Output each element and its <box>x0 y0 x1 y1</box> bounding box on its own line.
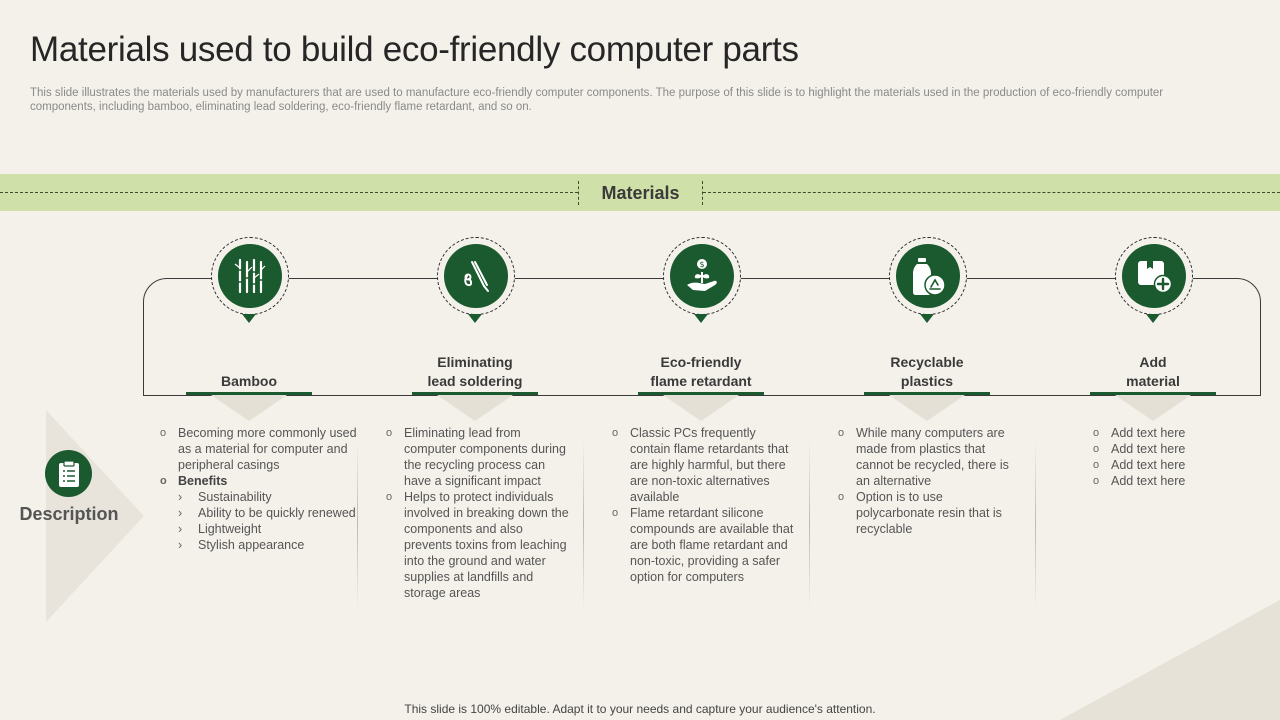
icon-ring <box>889 237 967 315</box>
icon-ring <box>1115 237 1193 315</box>
list-item: Add text here <box>1091 441 1241 457</box>
add-box-icon <box>1138 261 1173 294</box>
description-label: Description <box>19 504 119 524</box>
item-label-bamboo: Bamboo <box>221 373 277 389</box>
list-item: Helps to protect individuals involved in… <box>384 489 569 601</box>
list-item: While many computers are made from plast… <box>836 425 1016 489</box>
description-flame-retardant: Classic PCs frequently contain flame ret… <box>610 425 795 585</box>
recycle-bottle-icon <box>913 258 946 296</box>
hand-plant-coin-icon: $ <box>687 259 717 291</box>
description-bamboo: Becoming more commonly used as a materia… <box>158 425 368 553</box>
pin-marker <box>1146 314 1160 323</box>
list-item: Sustainability <box>158 489 368 505</box>
pin-marker <box>242 314 256 323</box>
icon-ring <box>437 237 515 315</box>
description-add-material: Add text here Add text here Add text her… <box>1091 425 1241 489</box>
item-underline <box>864 392 990 395</box>
list-item: Eliminating lead from computer component… <box>384 425 569 489</box>
item-label-flame-retardant: Eco-friendly flame retardant <box>650 354 752 389</box>
description-recyclable-plastics: While many computers are made from plast… <box>836 425 1016 537</box>
column-divider <box>357 440 358 610</box>
icon-badge <box>1122 244 1186 308</box>
list-item: Flame retardant silicone compounds are a… <box>610 505 795 585</box>
materials-band: Materials <box>0 174 1280 211</box>
list-item: Add text here <box>1091 473 1241 489</box>
item-label-lead-soldering: Eliminating lead soldering <box>427 354 523 389</box>
item-underline <box>412 392 538 395</box>
description-arrow-shape <box>46 410 144 622</box>
chevron-shape <box>437 395 513 421</box>
page-title: Materials used to build eco-friendly com… <box>30 30 799 69</box>
footer-note: This slide is 100% editable. Adapt it to… <box>404 702 876 716</box>
band-label: Materials <box>601 182 680 203</box>
bamboo-icon <box>234 258 266 294</box>
list-item: Add text here <box>1091 425 1241 441</box>
soldering-iron-icon <box>464 261 489 292</box>
list-item: Becoming more commonly used as a materia… <box>158 425 368 473</box>
item-label-recyclable-plastics: Recyclable plastics <box>890 354 964 389</box>
icon-ring: $ <box>663 237 741 315</box>
list-item: Stylish appearance <box>158 537 368 553</box>
list-item: Classic PCs frequently contain flame ret… <box>610 425 795 505</box>
band-label-box: Materials <box>578 181 703 205</box>
item-underline <box>638 392 764 395</box>
icon-ring <box>211 237 289 315</box>
item-label-add-material: Add material <box>1126 354 1180 389</box>
svg-text:$: $ <box>699 260 704 269</box>
icon-badge <box>444 244 508 308</box>
description-lead-soldering: Eliminating lead from computer component… <box>384 425 569 601</box>
pin-marker <box>694 314 708 323</box>
column-divider <box>809 440 810 610</box>
band-dash-left <box>0 192 578 193</box>
list-item: Ability to be quickly renewed <box>158 505 368 521</box>
pin-marker <box>920 314 934 323</box>
pin-marker <box>468 314 482 323</box>
item-underline <box>1090 392 1216 395</box>
chevron-shape <box>1115 395 1191 421</box>
chevron-shape <box>889 395 965 421</box>
item-underline <box>186 392 312 395</box>
band-dash-right <box>703 192 1280 193</box>
list-item: Add text here <box>1091 457 1241 473</box>
column-divider <box>1035 440 1036 610</box>
clipboard-icon <box>58 459 79 487</box>
icon-badge: $ <box>670 244 734 308</box>
icon-badge <box>218 244 282 308</box>
list-item: Benefits <box>158 473 368 489</box>
list-item: Option is to use polycarbonate resin tha… <box>836 489 1016 537</box>
column-divider <box>583 440 584 610</box>
corner-decoration <box>1060 600 1280 720</box>
chevron-shape <box>663 395 739 421</box>
icon-badge <box>896 244 960 308</box>
list-item: Lightweight <box>158 521 368 537</box>
page-subtitle: This slide illustrates the materials use… <box>30 87 1164 113</box>
description-badge <box>45 450 92 497</box>
chevron-shape <box>211 395 287 421</box>
